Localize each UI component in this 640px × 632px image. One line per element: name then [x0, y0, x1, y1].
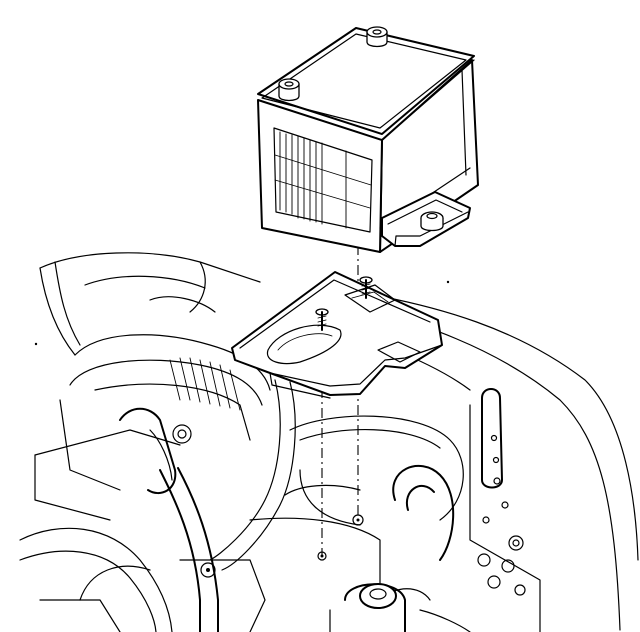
drawing-speck — [446, 280, 450, 284]
drawing-speck — [34, 342, 38, 346]
negative-terminal — [366, 26, 388, 48]
lower-left-bracket — [179, 559, 266, 632]
air-intake-housing — [34, 334, 271, 521]
tray-support-well — [249, 415, 464, 601]
wiring-and-hoses — [19, 379, 296, 632]
mounting-bolt-rear — [359, 276, 373, 299]
battery — [257, 26, 479, 253]
clamp-bolt — [420, 211, 444, 232]
hold-down-clamp — [381, 191, 471, 247]
intake-tube — [119, 407, 192, 495]
battery-tray — [231, 271, 443, 399]
positive-terminal — [278, 78, 300, 102]
right-support-bracket — [469, 388, 541, 632]
mounting-bolt-front — [315, 308, 329, 331]
bottom-mount-bushing — [329, 583, 471, 632]
lower-hose-loop — [379, 464, 455, 601]
